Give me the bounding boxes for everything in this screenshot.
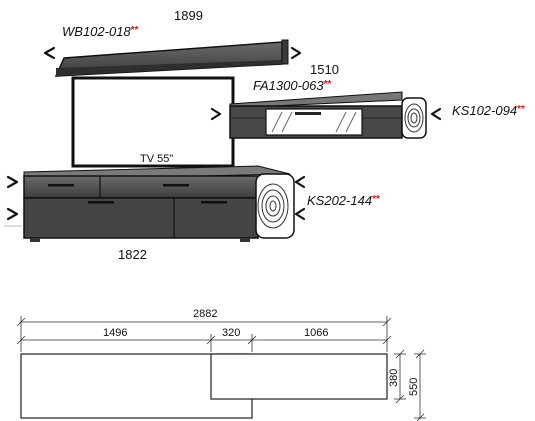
wallboard-code-label: WB102-018** xyxy=(62,24,139,39)
hanging-cabinet-code-label: KS102-094** xyxy=(452,103,525,118)
plan-total-width-label: 2882 xyxy=(193,308,217,320)
plan-total-height-label: 550 xyxy=(408,378,420,396)
lowboard-bottom-right-arrow-icon xyxy=(294,207,306,221)
wallboard-width-label: 1899 xyxy=(174,8,203,23)
plan-dimensions xyxy=(16,316,426,421)
lowboard-top-right-arrow-icon xyxy=(294,175,306,189)
glass-front-code-label: FA1300-063** xyxy=(253,78,331,93)
lowboard-top-left-arrow-icon xyxy=(6,175,19,189)
plan-left-width-label: 1496 xyxy=(103,327,127,339)
hanging-cabinet xyxy=(229,91,427,139)
lowboard-bottom-left-arrow-icon xyxy=(6,207,19,221)
wallboard-right-arrow-icon xyxy=(290,46,302,60)
plan-outline xyxy=(20,353,388,419)
wood-end-grain-icon xyxy=(255,173,295,239)
wallboard-shelf xyxy=(54,39,289,77)
wallboard-left-arrow-icon xyxy=(43,46,56,60)
lowboard-width-label: 1822 xyxy=(118,247,147,262)
tv-screen xyxy=(71,76,235,168)
glass-front-width-label: 1510 xyxy=(310,62,339,77)
lowboard-code-label: KS202-144** xyxy=(307,193,380,208)
glass-front-handle xyxy=(295,112,321,115)
plan-right-width-label: 1066 xyxy=(304,327,328,339)
cabinet-left-arrow-icon xyxy=(210,107,222,121)
plan-gap-label: 320 xyxy=(222,327,240,339)
plan-upper-height-label: 380 xyxy=(388,369,400,387)
tv-label: TV 55" xyxy=(140,153,173,165)
lowboard xyxy=(23,165,295,242)
cabinet-right-arrow-icon xyxy=(430,107,442,121)
